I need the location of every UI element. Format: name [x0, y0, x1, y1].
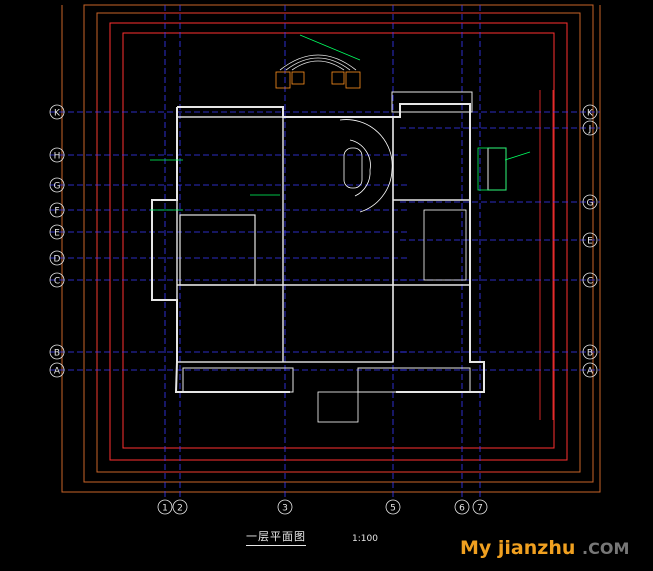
- watermark-logo: My jianzhu .COM: [460, 537, 629, 559]
- axis-bubble-left-G: G: [49, 177, 65, 193]
- axis-bubble-label: 7: [477, 504, 483, 514]
- axis-bubble-label: 1: [162, 504, 168, 514]
- watermark-suffix: .COM: [582, 539, 630, 558]
- axis-grid: [50, 5, 600, 498]
- watermark-text: My jianzhu: [460, 537, 576, 559]
- axis-bubble-right-G: G: [582, 194, 598, 210]
- axis-bubble-col-3: 3: [277, 499, 293, 515]
- plan-title: 一层平面图: [246, 528, 306, 546]
- axis-bubble-left-A: A: [49, 362, 65, 378]
- axis-bubble-label: K: [587, 109, 594, 119]
- entrance-canopy: [275, 54, 361, 89]
- stairs: [317, 119, 467, 423]
- axis-bubble-left-F: F: [49, 202, 65, 218]
- axis-bubble-label: B: [54, 349, 60, 359]
- axis-bubble-col-7: 7: [472, 499, 488, 515]
- axis-bubble-label: E: [587, 237, 593, 247]
- axis-bubble-label: F: [54, 207, 59, 217]
- axis-bubble-right-K: K: [582, 104, 598, 120]
- axis-bubble-label: C: [587, 277, 593, 287]
- axis-bubble-label: G: [54, 182, 61, 192]
- axis-bubble-left-B: B: [49, 344, 65, 360]
- axis-bubble-right-E: E: [582, 232, 598, 248]
- axis-bubble-left-C: C: [49, 272, 65, 288]
- axis-bubble-label: C: [54, 277, 60, 287]
- axis-bubble-label: D: [54, 255, 61, 265]
- axis-bubble-label: J: [588, 125, 592, 135]
- plan-scale: 1:100: [352, 534, 378, 544]
- axis-bubble-label: 5: [390, 504, 396, 514]
- axis-bubble-label: H: [54, 152, 61, 162]
- axis-bubble-label: 2: [177, 504, 183, 514]
- axis-bubble-left-H: H: [49, 147, 65, 163]
- axis-bubble-col-5: 5: [385, 499, 401, 515]
- axis-bubble-right-C: C: [582, 272, 598, 288]
- axis-bubble-label: K: [54, 109, 61, 119]
- axis-bubble-label: A: [54, 367, 61, 377]
- annotations: [150, 34, 531, 211]
- axis-bubble-right-J: J: [582, 120, 598, 136]
- axis-bubble-col-6: 6: [454, 499, 470, 515]
- axis-bubble-label: 6: [459, 504, 465, 514]
- axis-bubble-label: B: [587, 349, 593, 359]
- axis-bubble-left-D: D: [49, 250, 65, 266]
- axis-bubble-label: G: [587, 199, 594, 209]
- axis-bubble-label: E: [54, 229, 60, 239]
- axis-bubble-label: 3: [282, 504, 288, 514]
- walls: [151, 91, 507, 393]
- axis-bubble-col-1: 1: [157, 499, 173, 515]
- axis-bubble-left-E: E: [49, 224, 65, 240]
- axis-bubble-right-B: B: [582, 344, 598, 360]
- axis-bubble-label: A: [587, 367, 594, 377]
- dimension-lines: [96, 12, 554, 473]
- axis-bubble-col-2: 2: [172, 499, 188, 515]
- axis-bubble-right-A: A: [582, 362, 598, 378]
- axis-bubble-left-K: K: [49, 104, 65, 120]
